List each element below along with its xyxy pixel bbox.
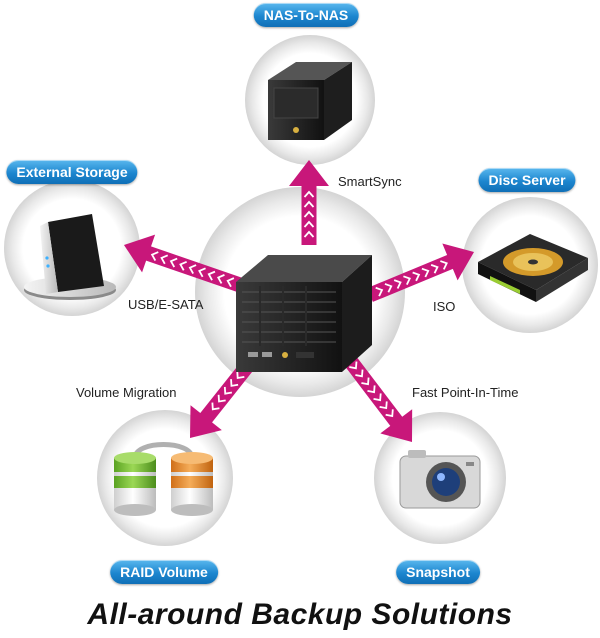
disc-server-badge: Disc Server xyxy=(478,168,576,192)
arrow-to-external xyxy=(123,234,243,293)
arrow-to-nas xyxy=(289,160,329,245)
central-nas-icon xyxy=(236,255,372,372)
nas-device-icon xyxy=(268,62,352,140)
raid-volume-icon xyxy=(114,442,213,516)
arrows xyxy=(123,160,474,442)
nas-to-nas-badge: NAS-To-NAS xyxy=(253,3,359,27)
volume-migration-label: Volume Migration xyxy=(76,385,177,400)
camera-icon xyxy=(399,450,481,509)
raid-volume-badge: RAID Volume xyxy=(110,560,218,584)
disc-server-icon xyxy=(478,234,588,302)
external-storage-badge: External Storage xyxy=(6,160,138,184)
arrow-to-disc xyxy=(367,243,474,302)
fast-point-in-time-label: Fast Point-In-Time xyxy=(412,385,519,400)
snapshot-badge: Snapshot xyxy=(396,560,480,584)
smartsync-label: SmartSync xyxy=(338,174,402,189)
page-title: All-around Backup Solutions xyxy=(87,598,513,631)
arrow-to-snapshot xyxy=(336,345,413,442)
external-storage-icon xyxy=(24,214,116,300)
usb-esata-label: USB/E-SATA xyxy=(128,297,204,312)
iso-label: ISO xyxy=(433,299,456,314)
